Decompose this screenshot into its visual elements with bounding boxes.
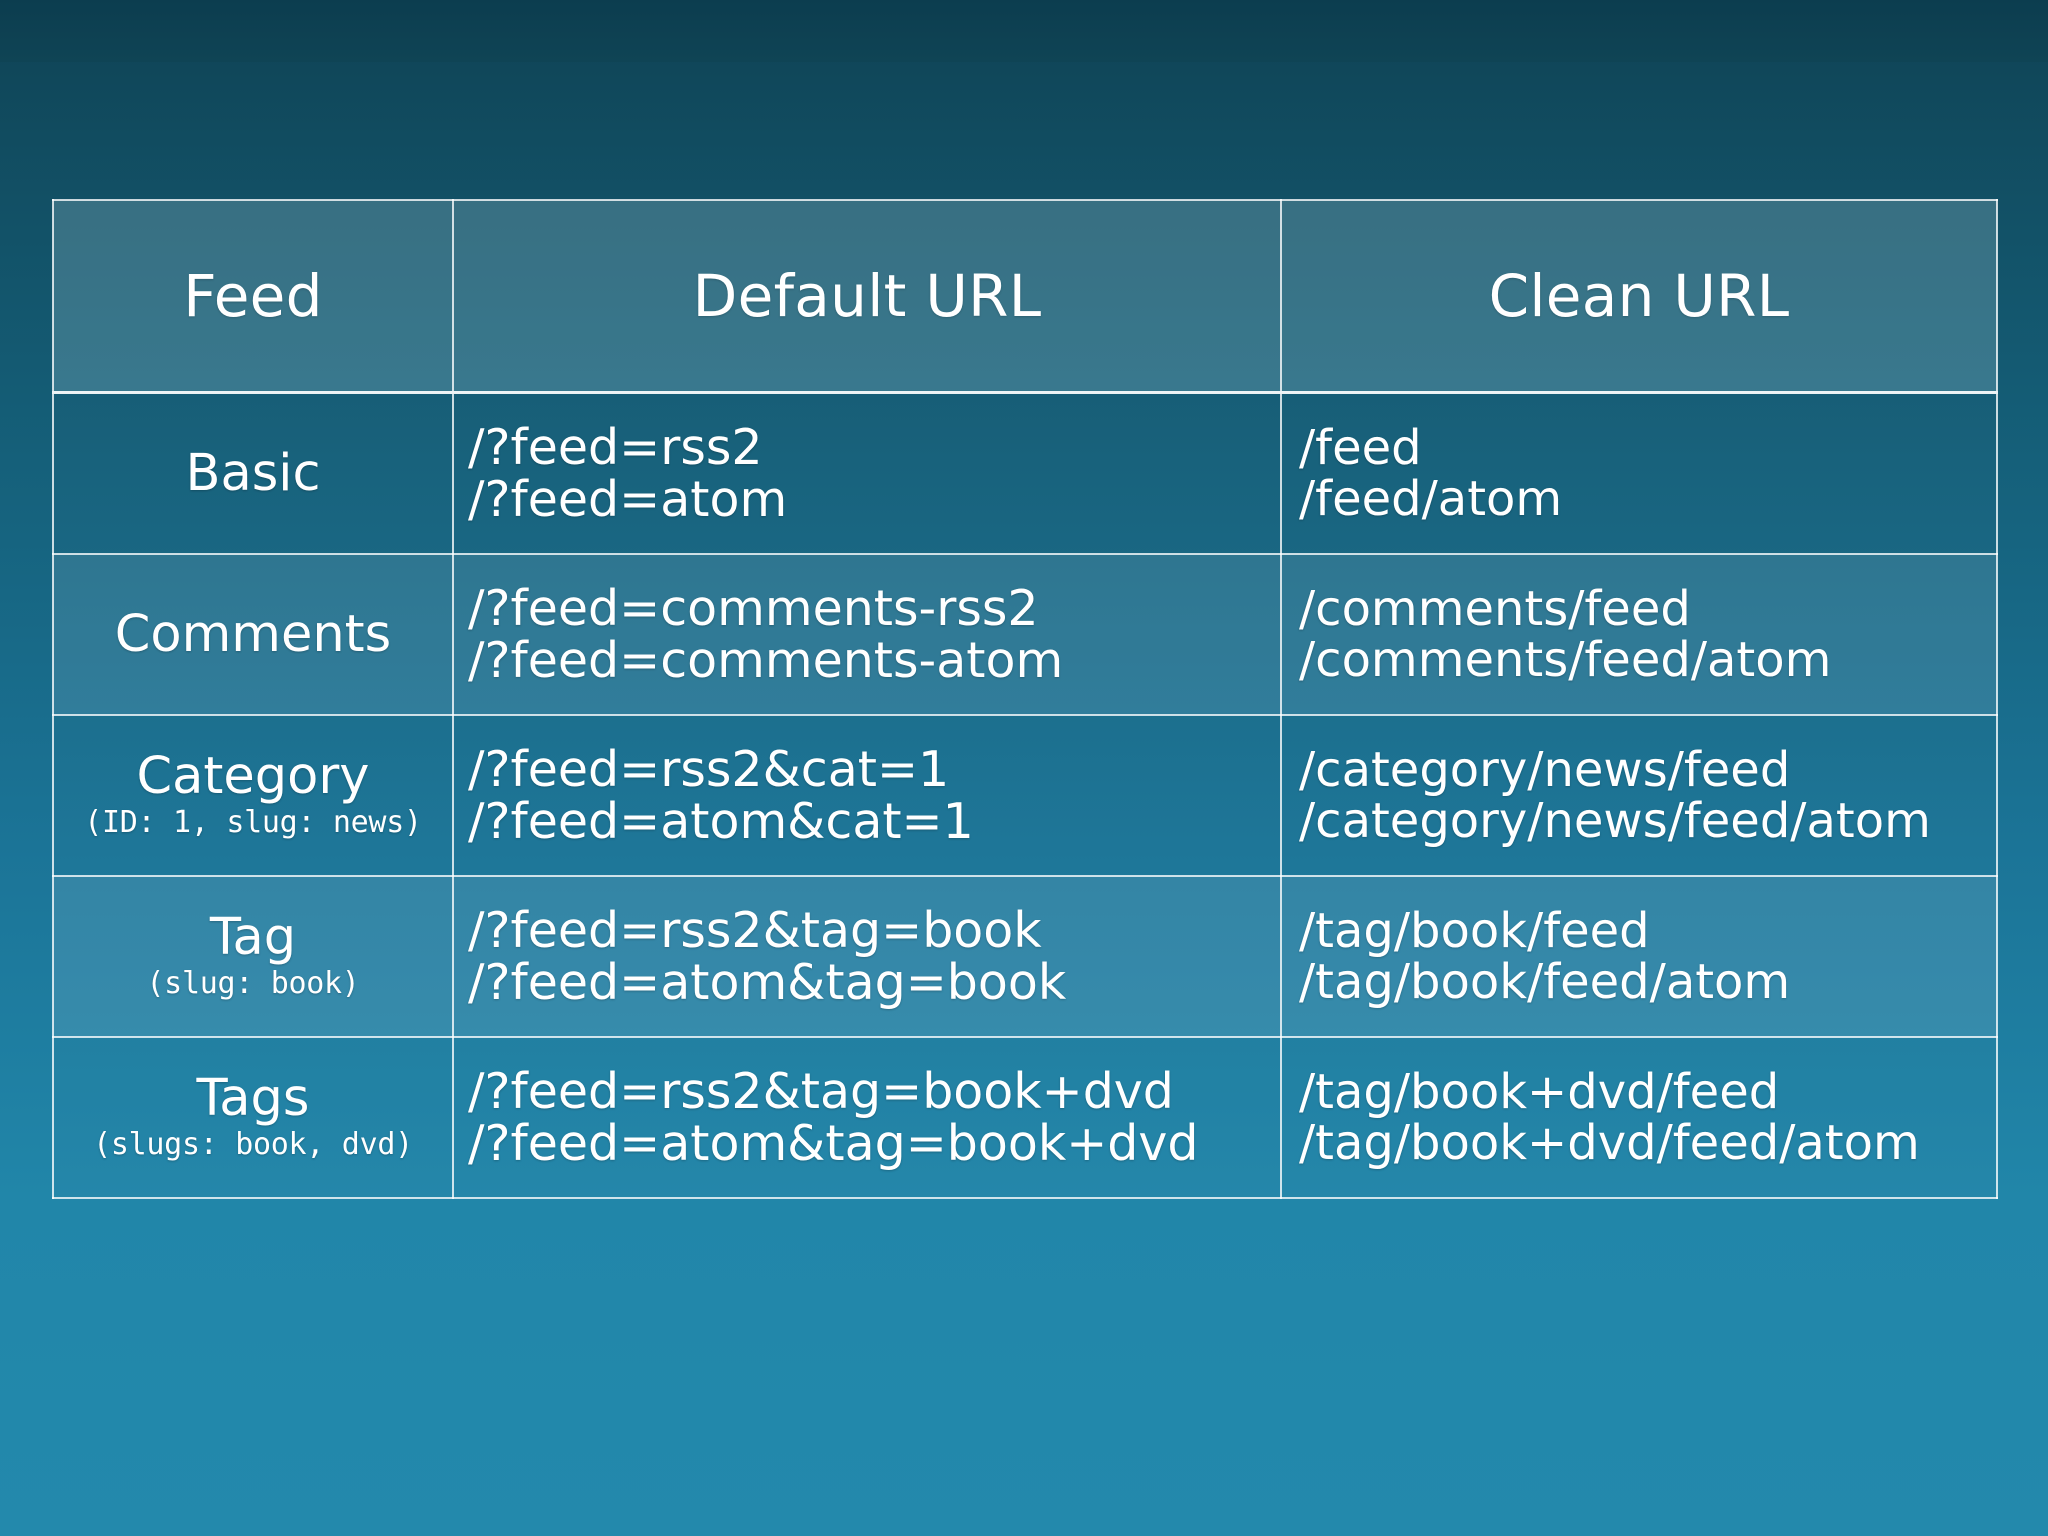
default-url-line: /?feed=comments-atom [468, 631, 1064, 689]
clean-url-line: /tag/book/feed [1299, 902, 1650, 959]
default-url-line: /?feed=atom&tag=book [468, 953, 1067, 1011]
clean-url-line: /comments/feed/atom [1299, 631, 1832, 688]
table-row: Tag (slug: book) /?feed=rss2&tag=book /?… [52, 875, 1998, 1038]
clean-url-line: /tag/book+dvd/feed/atom [1299, 1114, 1920, 1171]
cell-clean-url: /tag/book+dvd/feed /tag/book+dvd/feed/at… [1280, 1036, 1998, 1199]
cell-default-url: /?feed=rss2 /?feed=atom [452, 391, 1282, 555]
column-header-feed: Feed [52, 199, 454, 394]
cell-feed-type: Basic [52, 391, 454, 555]
clean-url-line: /category/news/feed/atom [1299, 792, 1931, 849]
cell-clean-url: /comments/feed /comments/feed/atom [1280, 553, 1998, 716]
table-head: Feed Default URL Clean URL [52, 199, 1998, 394]
clean-url-line: /tag/book/feed/atom [1299, 953, 1791, 1010]
table-row: Basic /?feed=rss2 /?feed=atom /feed /fee… [52, 391, 1998, 555]
cell-feed-type: Category (ID: 1, slug: news) [52, 714, 454, 877]
default-url-line: /?feed=atom&cat=1 [468, 792, 974, 850]
clean-url-line: /feed/atom [1299, 470, 1563, 527]
cell-default-url: /?feed=comments-rss2 /?feed=comments-ato… [452, 553, 1282, 716]
cell-default-url: /?feed=rss2&tag=book /?feed=atom&tag=boo… [452, 875, 1282, 1038]
cell-feed-type: Comments [52, 553, 454, 716]
cell-feed-type: Tags (slugs: book, dvd) [52, 1036, 454, 1199]
feed-type-name: Category [136, 747, 370, 807]
cell-clean-url: /feed /feed/atom [1280, 391, 1998, 555]
clean-url-line: /tag/book+dvd/feed [1299, 1063, 1780, 1120]
feed-type-name: Basic [185, 443, 321, 503]
cell-clean-url: /category/news/feed /category/news/feed/… [1280, 714, 1998, 877]
default-url-line: /?feed=rss2&cat=1 [468, 740, 950, 798]
default-url-line: /?feed=atom [468, 470, 788, 528]
background-top-band [0, 0, 2048, 62]
column-header-clean-url: Clean URL [1280, 199, 1998, 394]
cell-clean-url: /tag/book/feed /tag/book/feed/atom [1280, 875, 1998, 1038]
feed-type-note: (slug: book) [146, 966, 360, 1002]
table-row: Comments /?feed=comments-rss2 /?feed=com… [52, 553, 1998, 716]
cell-default-url: /?feed=rss2&cat=1 /?feed=atom&cat=1 [452, 714, 1282, 877]
default-url-line: /?feed=rss2&tag=book [468, 901, 1042, 959]
table-row: Category (ID: 1, slug: news) /?feed=rss2… [52, 714, 1998, 877]
feed-type-note: (slugs: book, dvd) [93, 1127, 413, 1163]
feed-type-name: Tags [196, 1069, 310, 1129]
table-body: Basic /?feed=rss2 /?feed=atom /feed /fee… [52, 391, 1998, 1199]
feed-type-note: (ID: 1, slug: news) [84, 805, 422, 841]
default-url-line: /?feed=rss2&tag=book+dvd [468, 1062, 1174, 1120]
column-header-default-url: Default URL [452, 199, 1282, 394]
default-url-line: /?feed=comments-rss2 [468, 579, 1039, 637]
feed-url-table: Feed Default URL Clean URL Basic /?feed=… [52, 199, 1998, 1199]
feed-type-name: Tag [209, 908, 297, 968]
default-url-line: /?feed=atom&tag=book+dvd [468, 1114, 1199, 1172]
cell-feed-type: Tag (slug: book) [52, 875, 454, 1038]
clean-url-line: /category/news/feed [1299, 741, 1791, 798]
cell-default-url: /?feed=rss2&tag=book+dvd /?feed=atom&tag… [452, 1036, 1282, 1199]
default-url-line: /?feed=rss2 [468, 418, 763, 476]
table-row: Tags (slugs: book, dvd) /?feed=rss2&tag=… [52, 1036, 1998, 1199]
clean-url-line: /feed [1299, 419, 1422, 476]
header-row: Feed Default URL Clean URL [52, 199, 1998, 394]
feed-type-name: Comments [114, 604, 392, 664]
clean-url-line: /comments/feed [1299, 580, 1691, 637]
